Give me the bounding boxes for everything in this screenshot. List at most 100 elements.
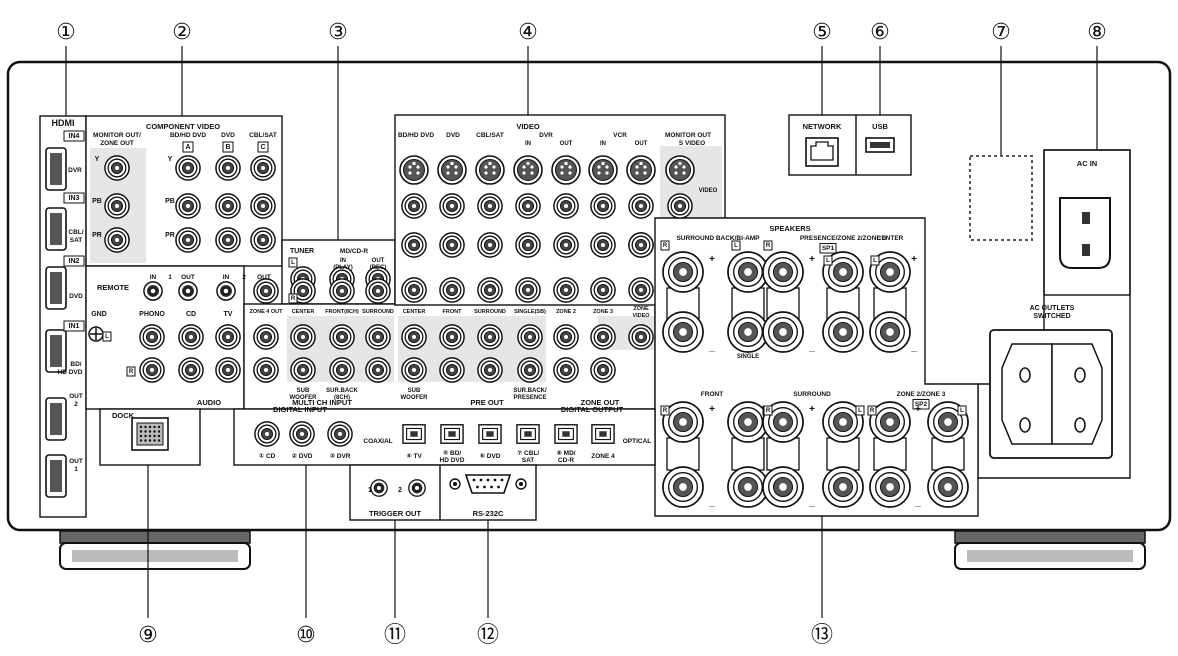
video-dvr-out-label: OUT [560, 141, 573, 147]
spk-minus-2: _ [808, 342, 815, 353]
video-audio-l-jack-4 [553, 232, 579, 258]
svideo-monitor-jack [665, 155, 695, 185]
audio-title: AUDIO [197, 398, 221, 407]
video-vcr-in-label: IN [600, 141, 606, 147]
hdmi-in2-box [63, 255, 85, 267]
trigger-2-label: 2 [398, 487, 402, 494]
spk-minus-4: _ [708, 497, 715, 508]
remote-jack-0 [143, 281, 163, 301]
callout-10: ⑩ [296, 623, 316, 648]
speakers-sp1-label: SP1 [822, 245, 835, 252]
speaker-terminal-row2-top-1 [727, 401, 769, 443]
callout-12: ⑫ [477, 623, 499, 648]
speaker-terminal-row2-bottom-3 [822, 466, 864, 508]
speaker-terminal-row2-bottom-1 [727, 466, 769, 508]
network-label: NETWORK [803, 122, 842, 131]
video-svideo-label: S VIDEO [679, 140, 705, 147]
callout-3: ③ [328, 20, 348, 45]
hdmi-bd-label: BD/ [70, 361, 81, 368]
callout-leaders [65, 46, 1098, 618]
remote-in1-label: IN [150, 274, 157, 281]
remote-n2-label: 2 [242, 274, 246, 281]
multich-sub-label: SUB [297, 388, 310, 394]
video-comp-jack-6 [628, 193, 654, 219]
audio-gnd-label: GND [91, 311, 107, 318]
speaker-terminal-row2-bottom-5 [927, 466, 969, 508]
hdmi-in3-box [63, 192, 85, 204]
component-dvd-label: DVD [221, 132, 235, 139]
zoneout-zone-label: ZONE [633, 306, 649, 312]
callout-8: ⑧ [1087, 20, 1107, 45]
spk-sur-r: R [766, 408, 771, 414]
video-audio-r-jack-2 [477, 277, 503, 303]
video-audio-r-jack-5 [590, 277, 616, 303]
audio-jack-3 [139, 357, 165, 383]
preout-sub-label: SUB [408, 388, 421, 394]
right-foot [954, 530, 1146, 570]
digin-hddvd-label: HD DVD [440, 457, 465, 464]
preout-jack-b-3 [517, 357, 543, 383]
component-jack-2-1 [215, 227, 241, 253]
spk-plus-5: + [809, 404, 815, 415]
multich-jack-b-0 [253, 357, 279, 383]
hdmi-dvd-label: DVD [69, 293, 83, 300]
speakers-sb-label: SURROUND BACK/BI-AMP [676, 235, 760, 242]
component-a-label: A [185, 144, 190, 151]
multich-jack-b-3 [365, 357, 391, 383]
video-audio-l-jack-5 [590, 232, 616, 258]
zoneout-jack-b-0 [553, 357, 579, 383]
speaker-terminal-row2-bottom-0 [662, 466, 704, 508]
component-monitor-jack-0 [104, 155, 130, 181]
rs232-title: RS-232C [473, 509, 504, 518]
hdmi-in1-box [63, 320, 85, 332]
component-zoneout-label: ZONE OUT [100, 140, 134, 147]
spk-plus-3: + [911, 254, 917, 265]
component-b-label: B [225, 144, 230, 151]
video-audio-r-jack-4 [553, 277, 579, 303]
trigger-1-label: 1 [368, 487, 372, 494]
digin-dvd6-label: ⑥ DVD [479, 453, 500, 460]
svideo-jack-6 [626, 155, 656, 185]
callout-5: ⑤ [812, 20, 832, 45]
component-jack-0-2 [250, 155, 276, 181]
digin-sat-label: SAT [522, 457, 535, 464]
video-audio-r-jack-6 [628, 277, 654, 303]
dock-label: DOCK [112, 411, 135, 420]
coax-jack-1 [289, 421, 315, 447]
preout-jack-a-0 [401, 324, 427, 350]
tuner-jack-bottom-2 [329, 278, 355, 304]
speakers-sp2-label: SP2 [915, 401, 928, 408]
zoneout-title: ZONE OUT [581, 398, 620, 407]
component-video-title: COMPONENT VIDEO [146, 122, 220, 131]
tuner-jack-bottom-0 [253, 278, 279, 304]
multich-top-label-3: SURROUND [362, 309, 394, 315]
speaker-terminal-bottom-1 [727, 311, 769, 353]
video-comp-jack-5 [590, 193, 616, 219]
svideo-jack-4 [551, 155, 581, 185]
component-jack-0-0 [175, 155, 201, 181]
callout-11: ⑪ [384, 623, 406, 648]
speakers-sp2-label-box [912, 399, 930, 410]
video-dvd-label: DVD [446, 132, 460, 139]
hdmi-out1-label: OUT [69, 458, 83, 465]
audio-jack-5 [215, 357, 241, 383]
spk-sur-l: L [858, 408, 862, 414]
tuner-in-label: IN [340, 258, 346, 264]
multich-top-label-0: ZONE 4 OUT [249, 309, 283, 315]
spk-sb-l-box [731, 240, 741, 251]
preout-jack-a-1 [439, 324, 465, 350]
preout-jack-b-1 [439, 357, 465, 383]
spk-pres-r-box [763, 240, 773, 251]
remote-jack-1 [178, 281, 198, 301]
zoneout-jack-b-1 [590, 357, 616, 383]
video-audio-l-jack-0 [401, 232, 427, 258]
option-slot-outline [969, 155, 1033, 241]
hdmi-out2-label: OUT [69, 393, 83, 400]
preout-top-label-2: SURROUND [474, 309, 506, 315]
callout-13: ⑬ [811, 623, 833, 648]
remote-label: REMOTE [97, 283, 129, 292]
component-y-label-3: Y [168, 156, 173, 163]
ac-switched-label: SWITCHED [1033, 313, 1070, 320]
multich-jack-a-1 [290, 324, 316, 350]
